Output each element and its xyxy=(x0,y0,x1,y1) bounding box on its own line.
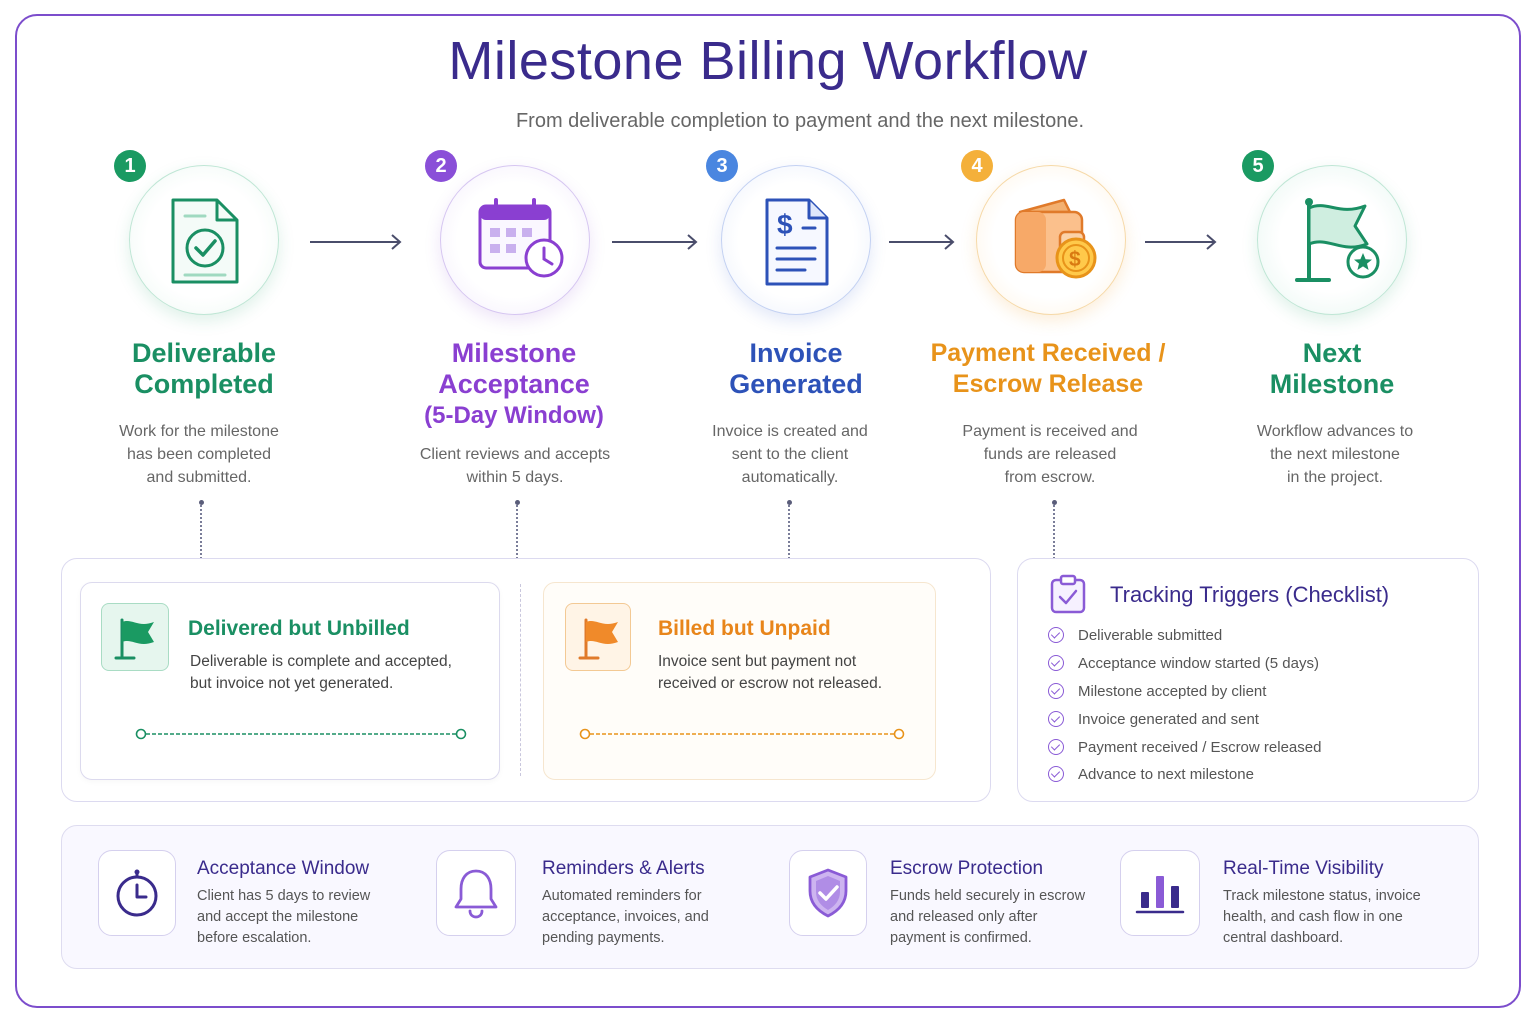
step-number-badge: 5 xyxy=(1242,150,1274,182)
check-circle-icon xyxy=(1048,655,1064,672)
svg-text:$: $ xyxy=(777,209,793,240)
flow-arrow xyxy=(612,234,698,250)
feature-icon-box xyxy=(1120,850,1200,936)
check-circle-icon xyxy=(1048,766,1064,783)
invoice-dollar-icon: $ xyxy=(765,198,829,286)
step-number-badge: 2 xyxy=(425,150,457,182)
flow-arrow xyxy=(1145,234,1217,250)
page-title: Milestone Billing Workflow xyxy=(448,31,1088,91)
svg-text:$: $ xyxy=(1069,248,1081,271)
checklist-item: Payment received / Escrow released xyxy=(1048,739,1321,761)
status-track xyxy=(579,728,905,740)
check-circle-icon xyxy=(1048,739,1064,756)
step-icon-circle: $ xyxy=(976,165,1126,315)
status-card-description: Deliverable is complete and accepted,but… xyxy=(190,653,452,692)
calendar-clock-icon xyxy=(478,198,564,278)
step-icon-circle xyxy=(129,165,279,315)
status-card-billed-unpaid: Billed but Unpaid Invoice sent but payme… xyxy=(543,582,936,780)
bar-chart-icon xyxy=(1135,876,1185,914)
feature-title: Escrow Protection xyxy=(890,858,1044,879)
feature-title: Acceptance Window xyxy=(197,858,370,879)
flag-box xyxy=(565,603,631,671)
dotted-connector xyxy=(786,500,792,559)
checklist-title: Tracking Triggers (Checklist) xyxy=(1110,582,1390,607)
checklist-item: Milestone accepted by client xyxy=(1048,683,1266,705)
checklist-item: Advance to next milestone xyxy=(1048,766,1254,788)
wallet-coin-icon: $ xyxy=(1014,198,1097,279)
page-subtitle: From deliverable completion to payment a… xyxy=(515,110,1085,132)
bell-icon xyxy=(454,869,498,919)
step-icon-circle xyxy=(440,165,590,315)
feature-title: Real-Time Visibility xyxy=(1223,858,1384,879)
check-circle-icon xyxy=(1048,711,1064,728)
status-track xyxy=(135,728,467,740)
panel-divider xyxy=(520,584,521,776)
flag-box xyxy=(101,603,169,671)
feature-icon-box xyxy=(789,850,867,936)
step-number-badge: 4 xyxy=(961,150,993,182)
step-title: Payment Received /Escrow Release xyxy=(930,339,1166,398)
step-number-badge: 1 xyxy=(114,150,146,182)
status-card-delivered-unbilled: Delivered but Unbilled Deliverable is co… xyxy=(80,582,500,780)
features-panel xyxy=(61,825,1479,969)
check-circle-icon xyxy=(1048,683,1064,700)
check-circle-icon xyxy=(1048,627,1064,644)
shield-check-icon xyxy=(808,868,848,918)
document-check-icon xyxy=(171,198,239,284)
flag-star-icon xyxy=(1295,198,1380,282)
status-card-title: Billed but Unpaid xyxy=(658,617,831,640)
feature-icon-box xyxy=(98,850,176,936)
checklist-panel xyxy=(1017,558,1479,802)
dotted-connector xyxy=(198,500,204,559)
stopwatch-icon xyxy=(116,869,158,917)
dotted-connector xyxy=(514,500,520,559)
green-flag-icon xyxy=(114,618,154,660)
dotted-connector xyxy=(1051,500,1057,559)
checklist-item: Acceptance window started (5 days) xyxy=(1048,655,1319,677)
step-number-badge: 3 xyxy=(706,150,738,182)
flow-arrow xyxy=(310,234,402,250)
checklist-item: Deliverable submitted xyxy=(1048,627,1222,649)
clipboard-check-icon xyxy=(1050,574,1086,614)
feature-title: Reminders & Alerts xyxy=(542,858,705,879)
orange-flag-icon xyxy=(578,618,618,660)
feature-icon-box xyxy=(436,850,516,936)
status-card-title: Delivered but Unbilled xyxy=(188,617,410,640)
flow-arrow xyxy=(889,234,955,250)
step-icon-circle: $ xyxy=(721,165,871,315)
checklist-item: Invoice generated and sent xyxy=(1048,711,1259,733)
step-icon-circle xyxy=(1257,165,1407,315)
